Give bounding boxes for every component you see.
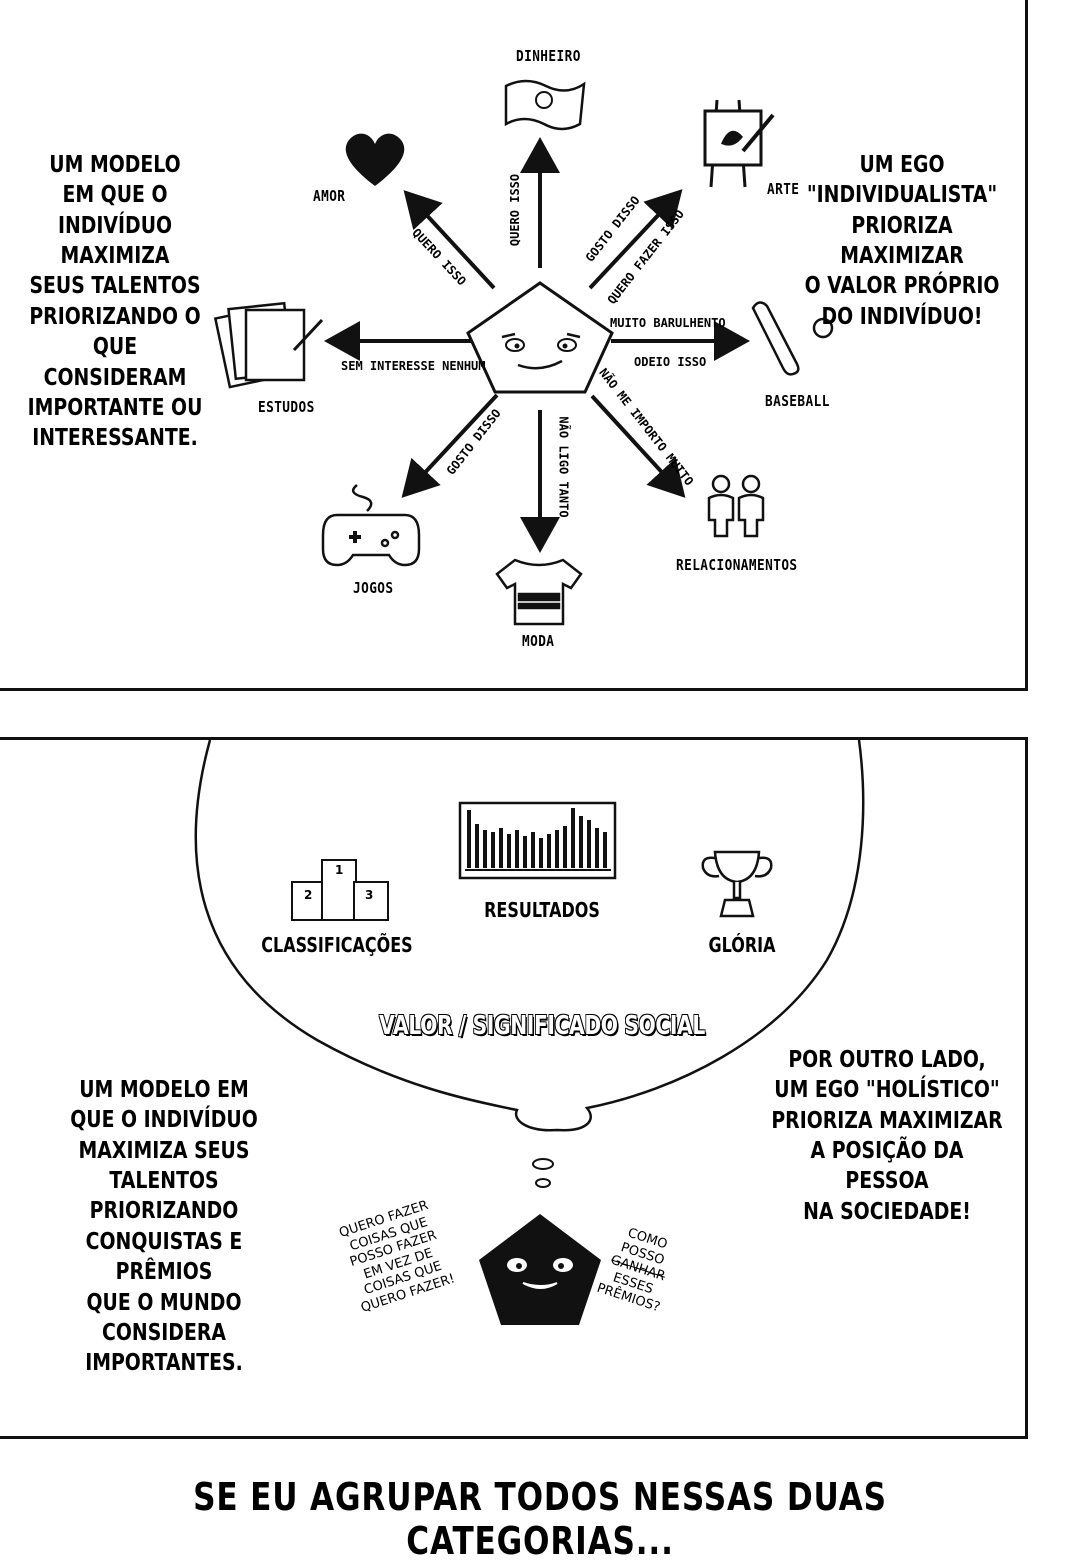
label-moda: MODA [522, 632, 555, 650]
arrow-label-up: QUERO ISSO [508, 173, 523, 247]
arrow-upper-right [588, 189, 683, 290]
podium-number-3: 3 [365, 888, 374, 902]
pentagon-face-icon [466, 281, 614, 394]
podium-number-2: 2 [304, 888, 313, 902]
top-left-caption: UM MODELO EM QUE O INDIVÍDUO MAXIMIZA SE… [27, 152, 203, 452]
banknote-icon [504, 79, 586, 131]
arrow-upper-left [403, 190, 496, 290]
label-gloria: GLÓRIA [708, 933, 776, 957]
arrow-label-down: NÃO LIGO TANTO [556, 416, 571, 518]
label-arte: ARTE [767, 180, 800, 198]
label-dinheiro: DINHEIRO [516, 47, 581, 65]
arrow-label-right-2: ODEIO ISSO [634, 355, 707, 369]
label-resultados: RESULTADOS [484, 898, 600, 922]
papers-icon [213, 301, 324, 389]
label-amor: AMOR [313, 187, 346, 205]
label-jogos: JOGOS [353, 579, 394, 597]
baseball-bat-icon [751, 301, 834, 376]
label-baseball: BASEBALL [765, 392, 830, 410]
results-chart-icon [458, 801, 617, 880]
arrow-label-right-1: MUITO BARULHENTO [610, 316, 726, 330]
bottom-right-caption: POR OUTRO LADO, UM EGO "HOLÍSTICO" PRIOR… [771, 1047, 1003, 1225]
bottom-panel: 1 2 3 CLASSIFICAÇÕES RESULTADOS GLÓRIA V… [0, 737, 1028, 1439]
arrow-lower-right [590, 394, 686, 498]
top-panel: DINHEIRO AMOR ARTE ESTUDOS BASEBALL JOGO… [0, 0, 1028, 691]
thought-bubble [194, 740, 865, 1325]
podium-number-1: 1 [335, 863, 344, 877]
top-diagram [213, 79, 834, 626]
people-icon [707, 474, 765, 538]
heart-icon [345, 133, 405, 186]
tshirt-icon [495, 558, 583, 626]
bubble-title: VALOR / SIGNIFICADO SOCIAL [378, 1010, 705, 1042]
gamepad-icon [321, 484, 421, 567]
trophy-icon [701, 850, 773, 918]
label-classificacoes: CLASSIFICAÇÕES [261, 933, 413, 957]
arrow-label-left: SEM INTERESSE NENHUM [341, 359, 486, 373]
bottom-left-caption: UM MODELO EM QUE O INDIVÍDUO MAXIMIZA SE… [70, 1077, 258, 1377]
black-pentagon-face-icon [479, 1214, 601, 1325]
podium-icon [291, 859, 389, 921]
label-relacionamentos: RELACIONAMENTOS [676, 556, 798, 574]
easel-icon [703, 99, 775, 188]
label-estudos: ESTUDOS [258, 398, 315, 416]
arrow-lower-left [401, 393, 499, 498]
top-right-caption: UM EGO "INDIVIDUALISTA" PRIORIZA MAXIMIZ… [804, 152, 1000, 330]
